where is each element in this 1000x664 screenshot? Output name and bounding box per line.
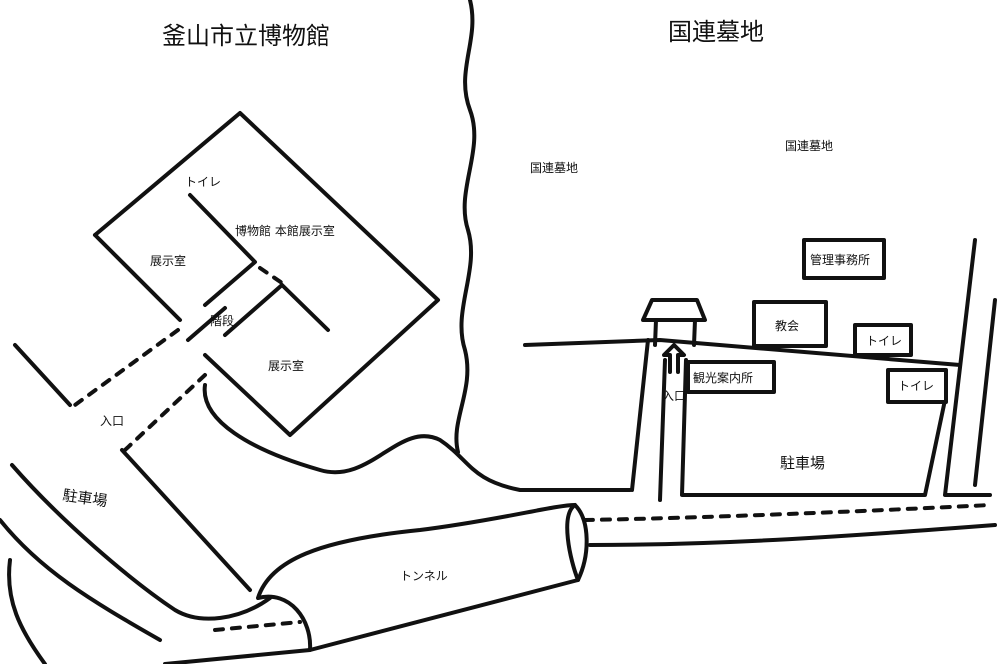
museum-inner-wall — [188, 193, 257, 307]
exhibit-room-label: 展示室 — [150, 253, 186, 268]
cemetery-area-label: 国連墓地 — [530, 161, 578, 175]
admin-office-building — [802, 238, 886, 280]
exhibit-room-label: 展示室 — [268, 358, 304, 373]
toilet-building — [853, 323, 913, 357]
museum-parking-label: 駐車場 — [61, 486, 108, 510]
tourist-info-label: 観光案内所 — [693, 370, 753, 385]
church-building — [752, 300, 828, 348]
road-centerline — [213, 620, 302, 632]
cemetery-title: 国連墓地 — [668, 18, 764, 46]
right-road — [943, 238, 992, 497]
tunnel-label: トンネル — [400, 569, 448, 583]
museum-inner-dashed — [258, 266, 287, 287]
right-road — [973, 298, 997, 487]
tourist-info-building — [686, 360, 776, 394]
road-edge — [202, 383, 632, 492]
road-edge — [10, 463, 272, 621]
toilet-building — [886, 368, 948, 404]
tunnel — [256, 503, 589, 652]
museum-title: 釜山市立博物館 — [162, 22, 330, 50]
tunnel-entrance — [565, 503, 580, 582]
gate-icon — [641, 298, 707, 322]
toilet-label: トイレ — [866, 334, 902, 348]
main-hall-label: 博物館 本館展示室 — [235, 223, 335, 238]
cemetery-parking-label: 駐車場 — [780, 454, 825, 472]
road-edge — [7, 558, 47, 664]
gate-pillar — [653, 318, 697, 347]
road-edge — [163, 648, 312, 664]
cemetery-area-label: 国連墓地 — [785, 139, 833, 153]
road-centerline — [583, 503, 992, 522]
entrance-road — [630, 338, 650, 492]
parking-edge — [120, 448, 252, 592]
museum-wall — [93, 233, 182, 322]
toilet-label: トイレ — [898, 379, 934, 393]
divider-line — [454, 0, 477, 454]
road-edge — [0, 518, 162, 642]
museum-building — [93, 111, 440, 437]
stairs-wall — [186, 306, 227, 342]
entrance-path — [123, 373, 207, 452]
entrance-arrow-icon — [662, 343, 686, 374]
left-road — [13, 343, 72, 407]
church-label: 教会 — [775, 318, 799, 333]
museum-toilet-label: トイレ — [185, 175, 221, 189]
stairs-label: 階段 — [210, 313, 234, 328]
cemetery-entrance-label: 入口 — [662, 389, 686, 403]
museum-inner-wall — [223, 283, 330, 337]
entrance-path — [73, 328, 180, 407]
museum-entrance-label: 入口 — [100, 414, 124, 428]
road-edge — [588, 523, 997, 547]
parking-boundary — [680, 358, 947, 497]
admin-office-label: 管理事務所 — [810, 252, 870, 267]
entrance-road — [658, 358, 667, 502]
